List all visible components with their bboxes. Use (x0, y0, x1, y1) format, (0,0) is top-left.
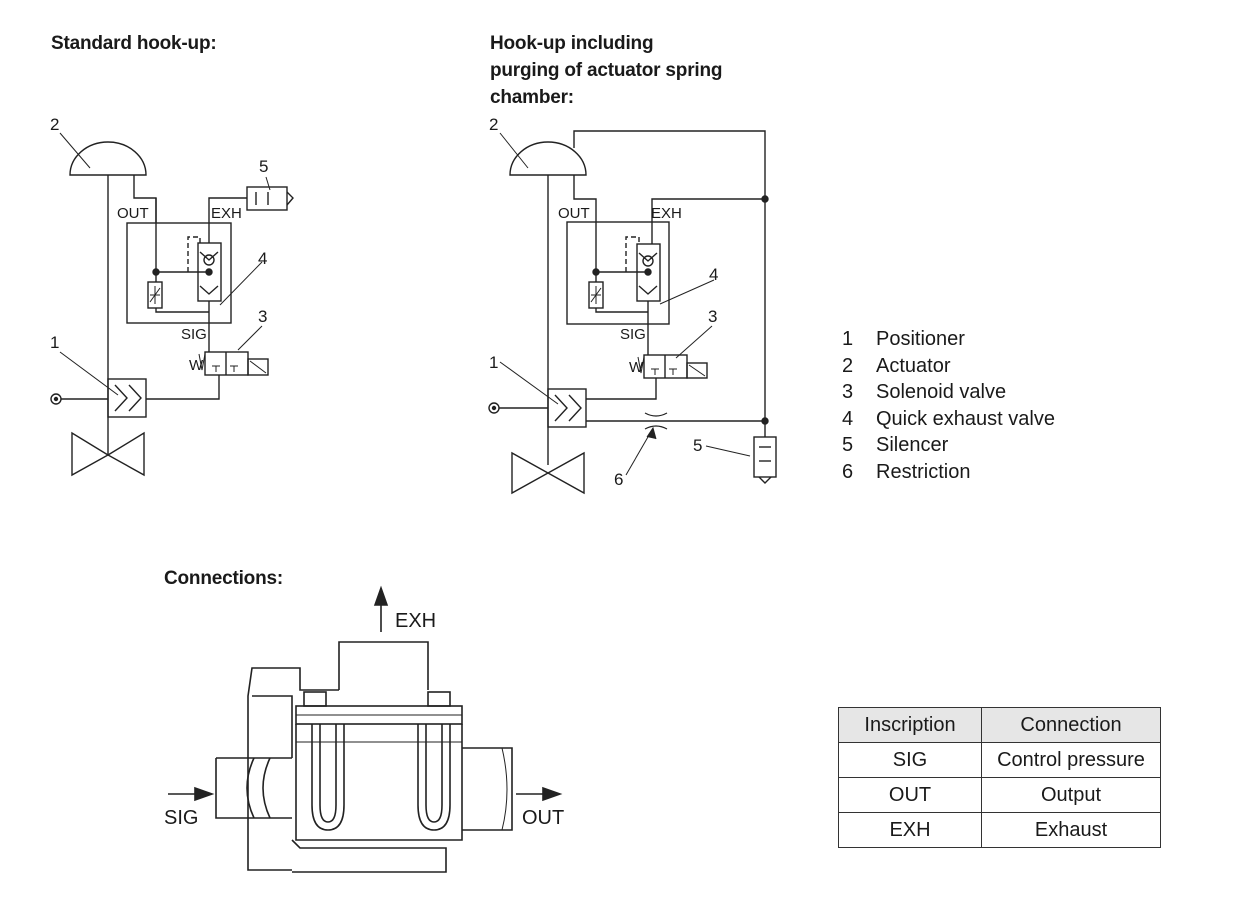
table-row: SIG Control pressure (838, 742, 1161, 778)
heading-purging-line-1: Hook-up including (490, 33, 654, 54)
positioner-symbol-purging (547, 388, 587, 428)
heading-purging-line-2: purging of actuator spring (490, 60, 723, 81)
legend-text: Positioner (876, 328, 965, 350)
table-row: EXH Exhaust (838, 812, 1161, 848)
control-valve-symbol (71, 431, 145, 477)
quick-exhaust-valve-housing-purging (566, 221, 670, 325)
legend-text: Restriction (876, 460, 971, 483)
control-valve-symbol-purging (511, 451, 585, 495)
callout-4: 4 (258, 249, 267, 268)
table-cell: SIG (838, 742, 982, 778)
connection-table: Inscription Connection SIG Control press… (838, 707, 1161, 848)
table-cell: OUT (838, 777, 982, 813)
legend-item: 5 Silencer (842, 432, 1055, 459)
legend-num: 4 (842, 407, 854, 430)
legend-item: 4 Quick exhaust valve (842, 406, 1055, 433)
table-cell: Control pressure (981, 742, 1161, 778)
port-label-exh: EXH (211, 205, 242, 222)
callout-3: 3 (258, 307, 267, 326)
port-label-out-purging: OUT (558, 205, 590, 222)
callout-5: 5 (259, 157, 268, 176)
legend-text: Silencer (876, 434, 949, 456)
legend-num: 6 (842, 460, 854, 483)
standard-hookup-diagram (50, 132, 294, 477)
heading-purging-line-3: chamber: (490, 87, 574, 108)
actuator-symbol-purging (509, 141, 587, 176)
callout-2-purging: 2 (489, 115, 498, 134)
port-label-out: OUT (117, 205, 149, 222)
table-header-connection: Connection (981, 707, 1161, 743)
positioner-symbol (107, 378, 147, 418)
legend-num: 5 (842, 434, 854, 456)
purging-hookup-diagram (488, 130, 777, 495)
connection-label-out: OUT (522, 807, 564, 829)
callout-1-purging: 1 (489, 353, 498, 372)
port-label-exh-purging: EXH (651, 205, 682, 222)
heading-purging-hookup: Hook-up including purging of actuator sp… (490, 30, 722, 111)
silencer-symbol-purging (753, 436, 777, 484)
table-cell: Exhaust (981, 812, 1161, 848)
connection-label-sig: SIG (164, 807, 198, 829)
table-header-inscription: Inscription (838, 707, 982, 743)
legend-item: 1 Positioner (842, 326, 1055, 353)
legend-text: Actuator (876, 354, 951, 377)
quick-exhaust-valve-housing (126, 222, 232, 324)
port-label-sig-purging: SIG (620, 326, 646, 343)
legend-text: Solenoid valve (876, 381, 1007, 403)
table-cell: EXH (838, 812, 982, 848)
callout-4-purging: 4 (709, 265, 718, 284)
callout-1: 1 (50, 333, 59, 352)
silencer-symbol-standard (246, 186, 294, 211)
solenoid-valve-symbol-purging (637, 354, 708, 379)
heading-connections: Connections: (164, 568, 283, 589)
legend-item: 3 Solenoid valve (842, 379, 1055, 406)
port-label-sig: SIG (181, 326, 207, 343)
table-cell: Output (981, 777, 1161, 813)
legend-num: 1 (842, 328, 854, 350)
legend-num: 2 (842, 354, 854, 377)
callout-2: 2 (50, 115, 59, 134)
solenoid-valve-symbol-standard (198, 351, 269, 376)
callout-5-purging: 5 (693, 436, 702, 455)
callout-6: 6 (614, 470, 623, 489)
connection-label-exh: EXH (395, 610, 436, 632)
actuator-symbol (69, 141, 147, 176)
legend-item: 2 Actuator (842, 353, 1055, 380)
table-header-row: Inscription Connection (838, 707, 1161, 743)
legend-item: 6 Restriction (842, 459, 1055, 486)
callout-3-purging: 3 (708, 307, 717, 326)
table-row: OUT Output (838, 777, 1161, 813)
port-label-w-purging: W (629, 359, 644, 376)
heading-standard-hookup: Standard hook-up: (51, 33, 217, 54)
legend-text: Quick exhaust valve (876, 407, 1055, 430)
legend-num: 3 (842, 381, 854, 403)
quick-exhaust-valve-drawing (168, 585, 563, 873)
port-label-w: W (189, 357, 204, 374)
